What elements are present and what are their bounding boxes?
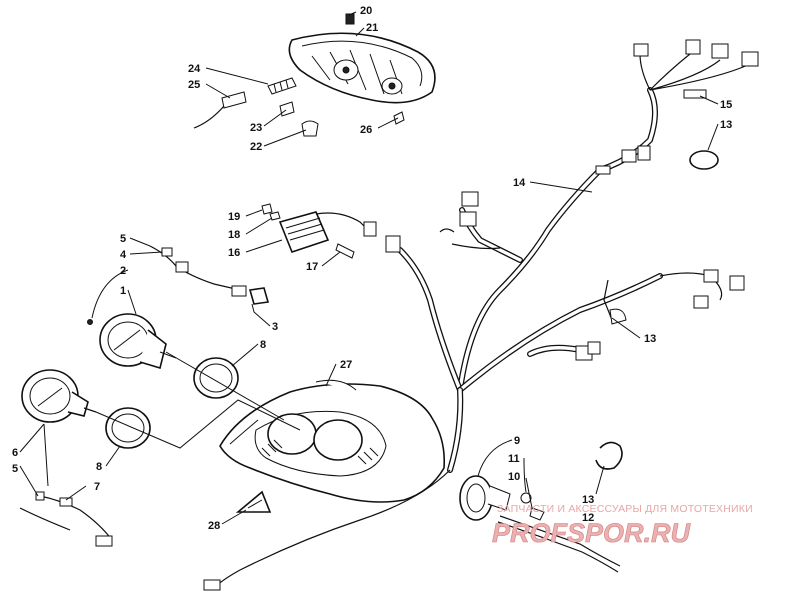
callout-8-upper: 8	[260, 339, 266, 351]
console-dash	[219, 379, 446, 503]
callout-9: 9	[514, 435, 520, 447]
callout-13-bottom: 13	[582, 494, 594, 506]
gauge-lower	[19, 369, 113, 547]
clamp-13-top	[689, 150, 719, 170]
clamp-13-bottom	[595, 441, 623, 470]
voltage-regulator	[261, 203, 377, 259]
callout-2: 2	[120, 265, 126, 277]
leader-lines	[19, 11, 719, 525]
callout-6: 6	[12, 447, 18, 459]
warning-decal	[235, 490, 272, 513]
callout-27: 27	[340, 359, 352, 371]
callout-26: 26	[360, 124, 372, 136]
callout-19: 19	[228, 211, 240, 223]
callout-22: 22	[250, 141, 262, 153]
callout-4: 4	[120, 249, 127, 261]
callout-8-lower: 8	[96, 461, 102, 473]
callout-15: 15	[720, 99, 732, 111]
callout-5-lower: 5	[12, 463, 18, 475]
callout-20: 20	[360, 5, 372, 17]
callout-17: 17	[306, 261, 318, 273]
callout-16: 16	[228, 247, 240, 259]
callout-1: 1	[120, 285, 126, 297]
callout-11: 11	[508, 453, 520, 465]
callout-13-top: 13	[720, 119, 732, 131]
callout-10: 10	[508, 471, 520, 483]
main-wiring-harness	[385, 39, 759, 473]
callout-25: 25	[188, 79, 200, 91]
callout-28: 28	[208, 520, 220, 532]
callout-13-mid: 13	[644, 333, 656, 345]
ignition-switch-assembly	[203, 469, 621, 591]
watermark-subtitle: ЗАПЧАСТИ И АКСЕССУАРЫ ДЛЯ МОТОТЕХНИКИ	[497, 503, 753, 515]
headlight-assembly	[193, 13, 436, 137]
callout-7: 7	[94, 481, 100, 493]
callout-3: 3	[272, 321, 278, 333]
watermark: ЗАПЧАСТИ И АКСЕССУАРЫ ДЛЯ МОТОТЕХНИКИ PR…	[492, 503, 753, 548]
callout-12: 12	[582, 512, 594, 524]
callout-24: 24	[188, 63, 201, 75]
callout-21: 21	[366, 22, 378, 34]
callout-5-upper: 5	[120, 233, 126, 245]
callout-labels: 20 21 24 25 23 22 26 15 13 14 19 18 16 1…	[12, 5, 732, 532]
callout-18: 18	[228, 229, 240, 241]
watermark-brand: PROFSPOR.RU	[492, 518, 692, 548]
callout-23: 23	[250, 122, 262, 134]
gauge-upper	[87, 245, 270, 370]
callout-14: 14	[513, 177, 526, 189]
